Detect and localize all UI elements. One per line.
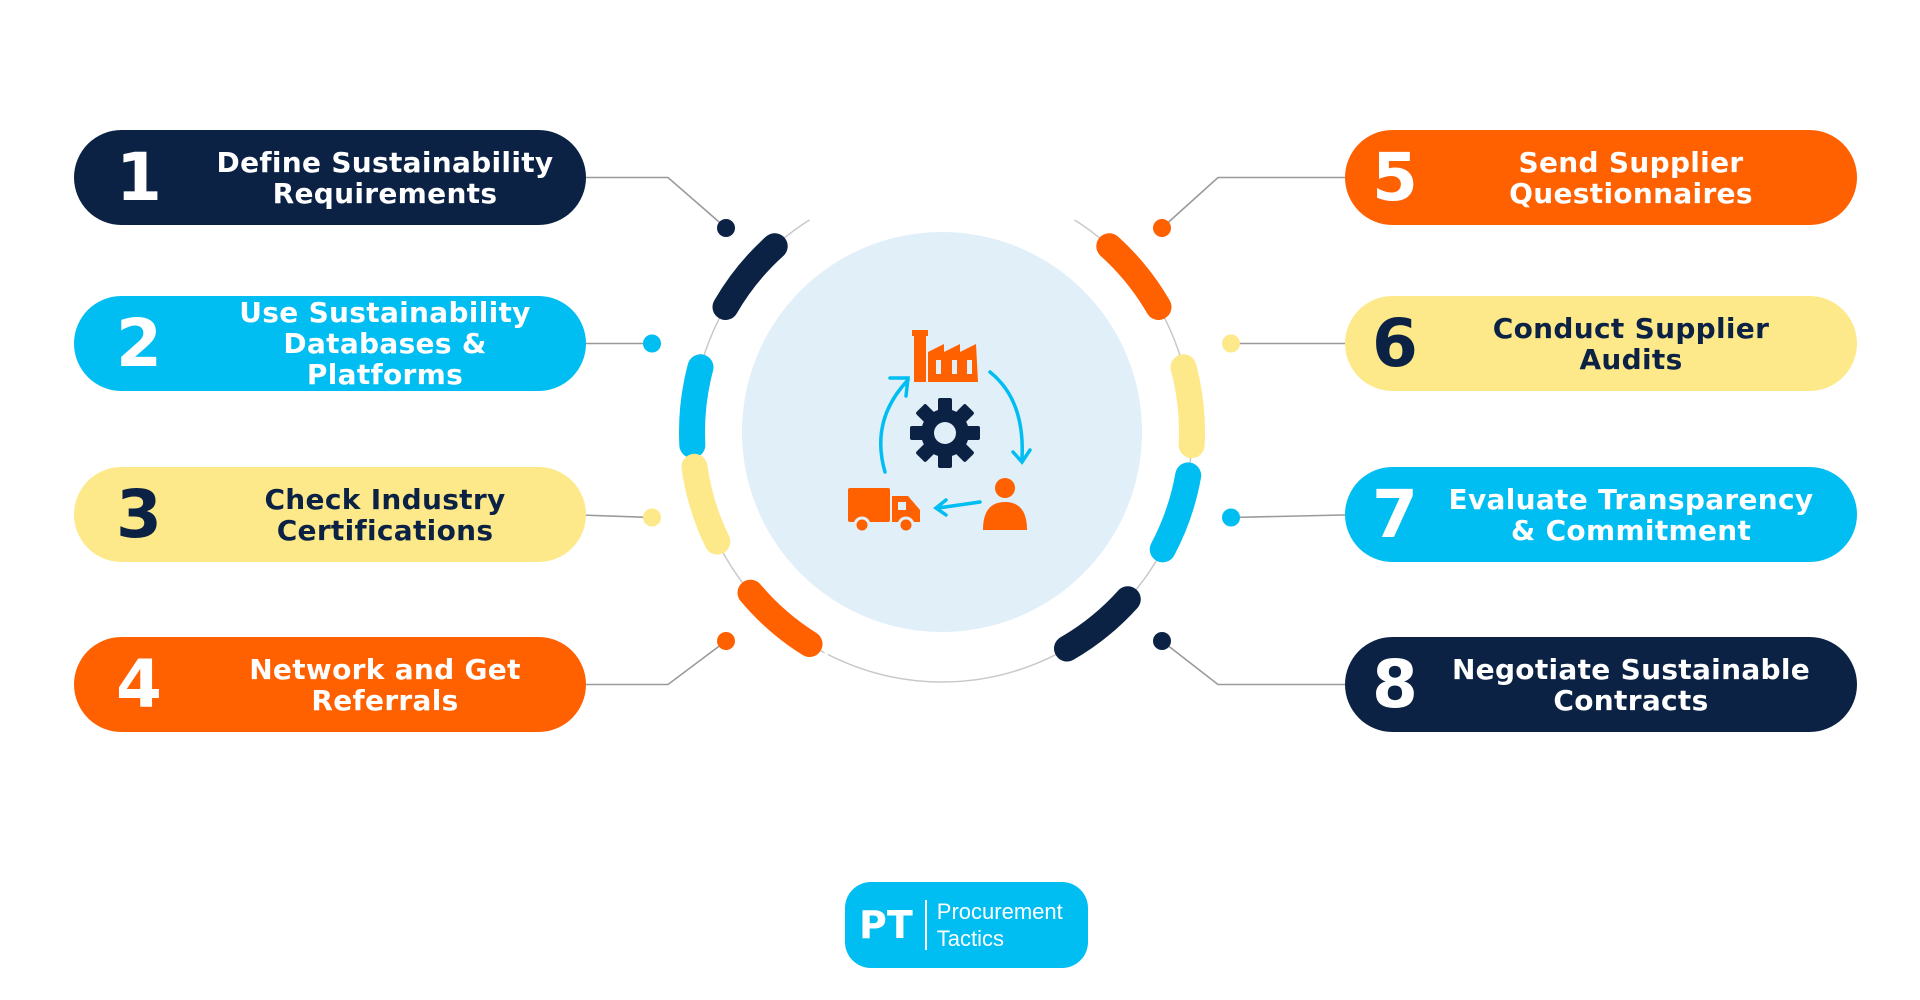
connector-line-8 (1161, 640, 1365, 686)
connector-dot-8 (1153, 632, 1171, 650)
step-2-pill: 2 Use Sustainability Databases & Platform… (74, 296, 586, 391)
step-label: Send Supplier Questionnaires (1509, 145, 1753, 210)
step-number: 7 (1372, 475, 1418, 553)
connector-dot-1 (717, 219, 735, 237)
step-1-pill: 1 Define Sustainability Requirements (74, 130, 586, 225)
procurement-tactics-logo: PT Procurement Tactics (845, 882, 1088, 968)
step-5-pill: 5 Send Supplier Questionnaires (1345, 130, 1857, 225)
person-icon (983, 478, 1027, 530)
logo-line-1: Procurement (936, 899, 1063, 924)
connector-dot-7 (1222, 508, 1240, 527)
step-label: Negotiate Sustainable Contracts (1451, 652, 1811, 717)
step-number: 5 (1372, 138, 1418, 216)
ring-segment-5 (1096, 233, 1172, 320)
factory-icon (912, 330, 978, 382)
connector-dot-6 (1222, 334, 1240, 353)
logo-mark: PT (859, 900, 927, 950)
step-label: Conduct Supplier Audits (1492, 311, 1770, 376)
step-label: Check Industry Certifications (264, 482, 506, 547)
step-7-pill: 7 Evaluate Transparency & Commitment (1345, 467, 1857, 562)
center-icon-group (848, 330, 1032, 534)
ring-guide-gap-top (807, 179, 1077, 223)
step-number: 2 (116, 304, 162, 382)
connector-dot-2 (643, 334, 661, 353)
ring-segment-6 (1170, 354, 1205, 459)
step-6-pill: 6 Conduct Supplier Audits (1345, 296, 1857, 391)
connector-dot-3 (643, 508, 661, 527)
step-number: 1 (116, 138, 162, 216)
ring-segment-8 (1054, 586, 1141, 662)
step-number: 4 (116, 645, 162, 723)
connector-line-4 (566, 640, 727, 686)
connector-line-1 (566, 176, 727, 229)
step-label: Network and Get Referrals (249, 652, 521, 717)
connector-lines (565, 176, 1366, 686)
ring-segment-2 (679, 354, 714, 459)
ring-segment-3 (681, 453, 731, 555)
connector-line-7 (1230, 513, 1366, 519)
ring-segment-1 (712, 233, 788, 320)
step-number: 8 (1372, 645, 1418, 723)
connector-line-5 (1161, 176, 1365, 229)
logo-wordmark: Procurement Tactics (927, 898, 1063, 952)
step-8-pill: 8 Negotiate Sustainable Contracts (1345, 637, 1857, 732)
connector-dot-5 (1153, 219, 1171, 237)
connector-dot-4 (717, 632, 735, 650)
step-4-pill: 4 Network and Get Referrals (74, 637, 586, 732)
truck-icon (848, 488, 920, 534)
logo-line-2: Tactics (936, 926, 1005, 951)
ring-segment-7 (1149, 462, 1202, 563)
step-label: Use Sustainability Databases & Platforms (239, 296, 531, 391)
cycle-arrows-icon (879, 370, 1032, 517)
step-number: 6 (1372, 304, 1418, 382)
step-label: Evaluate Transparency & Commitment (1448, 482, 1814, 547)
segment-ring (679, 179, 1205, 683)
step-label: Define Sustainability Requirements (216, 145, 554, 210)
step-number: 3 (116, 475, 162, 553)
gear-icon (910, 398, 980, 468)
ring-segment-4 (737, 579, 823, 658)
step-3-pill: 3 Check Industry Certifications (74, 467, 586, 562)
